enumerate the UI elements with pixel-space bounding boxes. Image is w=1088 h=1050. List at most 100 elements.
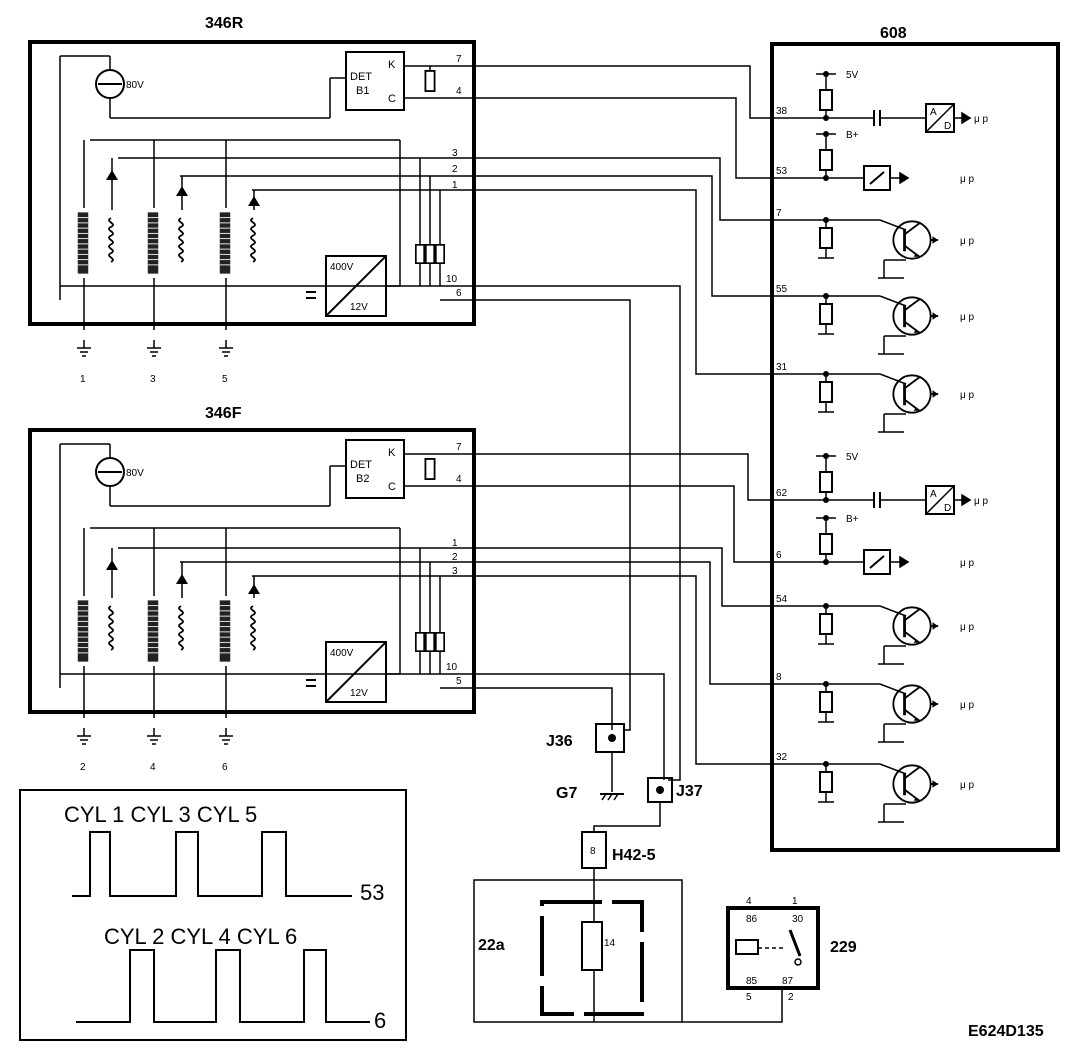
module-346f: 346F 80V DET B2 K C 7 4 1 2 3: [28, 405, 476, 773]
wave-row1-pin: 53: [360, 880, 384, 905]
relay-section: 14 22a 4 1 5 2 86 30 85 87 229: [473, 868, 857, 1023]
ecu-pin-label: 8: [776, 672, 782, 683]
ecu-input-32: 32 μ p: [772, 752, 975, 823]
relay-pin-86: 86: [746, 914, 758, 925]
front-c-label: C: [388, 481, 396, 493]
rear-c-label: C: [388, 93, 396, 105]
relay-pin-4: 4: [746, 896, 752, 907]
up-label: μ p: [960, 390, 975, 401]
ecu-input-62: 62 5V ADμ p: [772, 452, 989, 515]
front-k-label: K: [388, 447, 396, 459]
ecu-supply-label: B+: [846, 130, 859, 141]
h42-label: H42-5: [612, 847, 656, 864]
rear-pin-10: 10: [446, 274, 458, 285]
ecu-input-53: 53 B+ μ p: [772, 130, 975, 191]
rear-pin-3: 3: [452, 148, 458, 159]
front-pin-7: 7: [456, 442, 462, 453]
fuse-number: 14: [604, 938, 616, 949]
cyl-3-label: 3: [150, 374, 156, 385]
cyl-1-label: 1: [80, 374, 86, 385]
ecu-pin-label: 53: [776, 166, 788, 177]
relay-pin-1: 1: [792, 896, 798, 907]
ecu-input-8: 8 μ p: [772, 672, 975, 743]
module-346f-title: 346F: [205, 405, 242, 422]
up-label: μ p: [960, 558, 975, 569]
ecu-pin-label: 38: [776, 106, 788, 117]
ecu-supply-label: B+: [846, 514, 859, 525]
diagram-code: E624D135: [968, 1023, 1044, 1040]
rear-pin-6: 6: [456, 288, 462, 299]
ecu-input-31: 31 μ p: [772, 362, 975, 433]
front-det-label: DET: [350, 459, 372, 471]
ecu-title: 608: [880, 25, 907, 42]
ecu-input-7: 7 μ p: [772, 208, 975, 279]
front-det-id: B2: [356, 473, 369, 485]
ecu-pin-label: 6: [776, 550, 782, 561]
ad-d-label: D: [944, 503, 951, 514]
cyl-5-label: 5: [222, 374, 228, 385]
front-80v-label: 80V: [126, 468, 144, 479]
wave-row2-label: CYL 2 CYL 4 CYL 6: [104, 924, 297, 949]
g7-label: G7: [556, 785, 577, 802]
up-label: μ p: [974, 496, 989, 507]
relay-pin-85: 85: [746, 976, 758, 987]
rear-12v: 12V: [350, 302, 368, 313]
rear-pin-7: 7: [456, 54, 462, 65]
h42-pin: 8: [590, 846, 596, 857]
ecu-input-6: 6 B+ μ p: [772, 514, 975, 575]
front-pin-2: 2: [452, 552, 458, 563]
cyl-4-label: 4: [150, 762, 156, 773]
j36-label: J36: [546, 733, 573, 750]
front-pin-5: 5: [456, 676, 462, 687]
up-label: μ p: [960, 174, 975, 185]
j37-label: J37: [676, 783, 703, 800]
rear-pin-1: 1: [452, 180, 458, 191]
rear-pin-4: 4: [456, 86, 462, 97]
ecu-input-54: 54 μ p: [772, 594, 975, 665]
ecu-input-55: 55μ p: [772, 284, 975, 355]
wave-row1-label: CYL 1 CYL 3 CYL 5: [64, 802, 257, 827]
ecu-supply-label: 5V: [846, 452, 859, 463]
cyl-2-label: 2: [80, 762, 86, 773]
rear-400v: 400V: [330, 262, 354, 273]
wave-row2-pin: 6: [374, 1008, 386, 1033]
up-label: μ p: [974, 114, 989, 125]
rear-80v-label: 80V: [126, 80, 144, 91]
ecu-pin-label: 32: [776, 752, 788, 763]
rear-pin-2: 2: [452, 164, 458, 175]
up-label: μ p: [960, 622, 975, 633]
ecu-input-38: 38 5V ADμ p: [772, 70, 989, 133]
rear-det-id: B1: [356, 85, 369, 97]
front-pin-10: 10: [446, 662, 458, 673]
ecu-pin-label: 7: [776, 208, 782, 219]
ad-a-label: A: [930, 489, 937, 500]
up-label: μ p: [960, 700, 975, 711]
module-346r-title: 346R: [205, 15, 244, 32]
relay-pin-2: 2: [788, 992, 794, 1003]
up-label: μ p: [960, 780, 975, 791]
front-pin-4: 4: [456, 474, 462, 485]
connectors: J36 G7 J37 8 H42-5: [546, 723, 703, 869]
interconnect-wiring: [474, 65, 772, 781]
ad-d-label: D: [944, 121, 951, 132]
cyl-6-label: 6: [222, 762, 228, 773]
fuse-box-label: 22a: [478, 937, 505, 954]
ecu-pin-label: 54: [776, 594, 788, 605]
ecu-pin-label: 62: [776, 488, 788, 499]
relay-label: 229: [830, 939, 857, 956]
up-label: μ p: [960, 236, 975, 247]
front-pin-1: 1: [452, 538, 458, 549]
rear-k-label: K: [388, 59, 396, 71]
relay-pin-5: 5: [746, 992, 752, 1003]
waveform-panel: CYL 1 CYL 3 CYL 5 53 CYL 2 CYL 4 CYL 6 6: [19, 789, 407, 1041]
ecu-608: 608: [770, 25, 1060, 852]
ecu-supply-label: 5V: [846, 70, 859, 81]
ecu-pin-label: 31: [776, 362, 788, 373]
ad-a-label: A: [930, 107, 937, 118]
rear-det-label: DET: [350, 71, 372, 83]
front-400v: 400V: [330, 648, 354, 659]
module-346r: 346R 80V DET B1 K C 7 4 3 2 1: [28, 15, 476, 385]
relay-pin-87: 87: [782, 976, 794, 987]
